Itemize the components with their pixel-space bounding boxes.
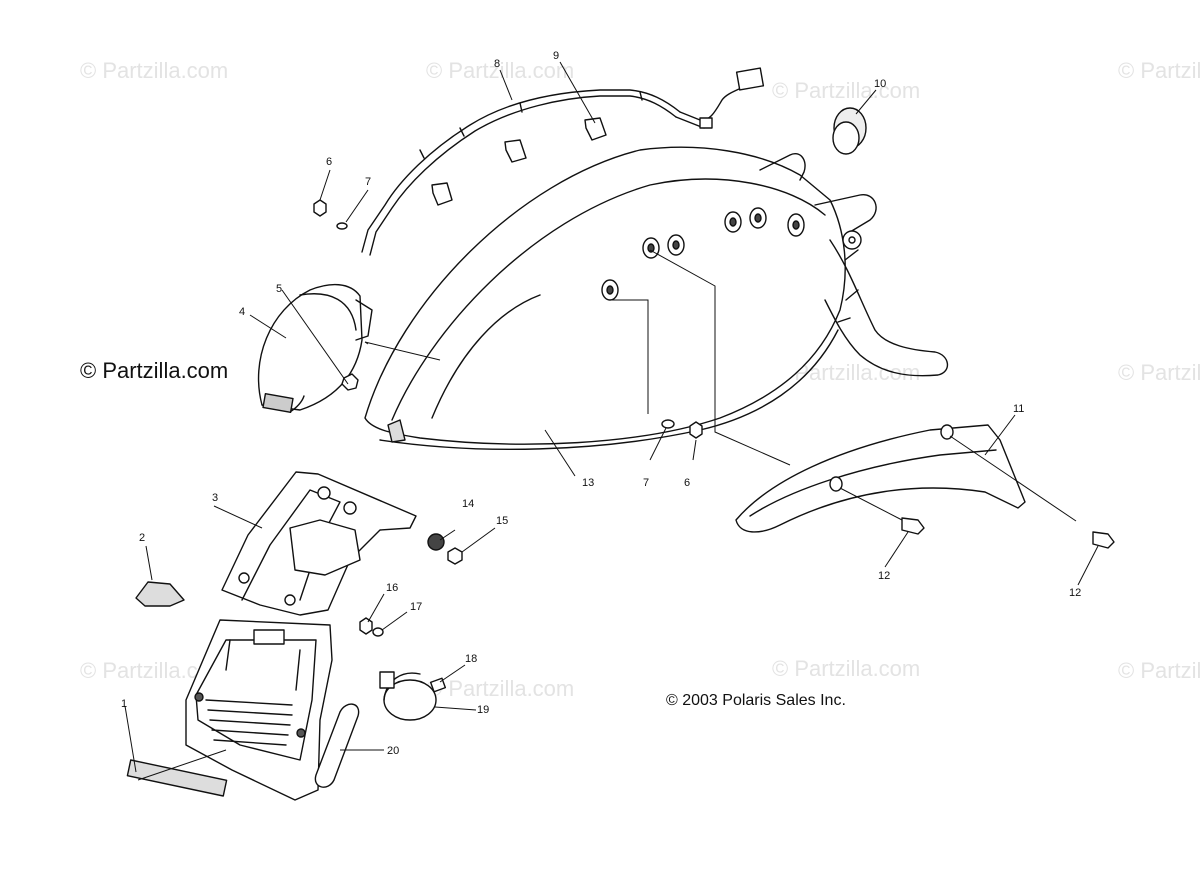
callout-7: 7 (365, 176, 372, 188)
bolt-12-part (901, 517, 925, 535)
amber-reflector-part (314, 703, 360, 788)
callout-8: 8 (494, 58, 501, 70)
watermark-main: © Partzilla.com (80, 358, 229, 383)
screw-18-part (429, 677, 447, 693)
watermark: © Partzilla.com (772, 78, 921, 103)
callout-1: 1 (121, 698, 128, 710)
harness-clip-part (431, 117, 607, 206)
callout-20: 20 (387, 745, 400, 757)
bolt-12-part (1092, 531, 1115, 549)
callout-2: 2 (139, 532, 146, 544)
watermark: © Partzilla.com (1118, 658, 1200, 683)
callout-12: 12 (1069, 587, 1082, 599)
grommet-part (832, 107, 867, 155)
tail-light-screw-part (341, 373, 359, 391)
copyright-text: © 2003 Polaris Sales Inc. (666, 692, 846, 709)
callout-6: 6 (684, 477, 691, 489)
callout-12: 12 (878, 570, 891, 582)
callout-3: 3 (212, 492, 219, 504)
license-bracket-part (221, 471, 417, 616)
callout-6: 6 (326, 156, 333, 168)
nut-16-part (359, 617, 373, 635)
callout-14: 14 (462, 498, 475, 510)
callout-19: 19 (477, 704, 490, 716)
watermark: © Partzilla.com (426, 676, 575, 701)
license-plate-mount-part (185, 619, 333, 801)
nut-15-part (447, 547, 463, 565)
callout-11: 11 (1013, 403, 1025, 415)
callout-9: 9 (553, 50, 560, 62)
callout-10: 10 (874, 78, 887, 90)
washer-17-part (372, 627, 384, 637)
reflector-strip-part (126, 759, 228, 797)
callout-13: 13 (582, 477, 595, 489)
callout-4: 4 (239, 306, 246, 318)
leader-lines (124, 61, 1099, 781)
side-reflector-part (135, 581, 185, 607)
watermark: © Partzilla.com (80, 58, 229, 83)
fender-trim-part (735, 424, 1026, 533)
nut-6-lower (689, 421, 703, 439)
callout-18: 18 (465, 653, 478, 665)
wire-harness-part (361, 67, 765, 256)
watermark: © Partzilla.com (1118, 360, 1200, 385)
callout-5: 5 (276, 283, 283, 295)
callout-15: 15 (496, 515, 509, 527)
callout-17: 17 (410, 601, 423, 613)
license-lamp-part (379, 671, 437, 721)
watermark: © Partzilla.com (1118, 58, 1200, 83)
callout-7: 7 (643, 477, 650, 489)
washer-7-lower (661, 419, 675, 429)
tail-light-housing-part (257, 283, 373, 414)
nut-14-part (427, 533, 445, 551)
screw-washer-top (313, 199, 348, 230)
rear-fender-part (364, 146, 949, 450)
watermark: © Partzilla.com (772, 656, 921, 681)
callout-16: 16 (386, 582, 399, 594)
